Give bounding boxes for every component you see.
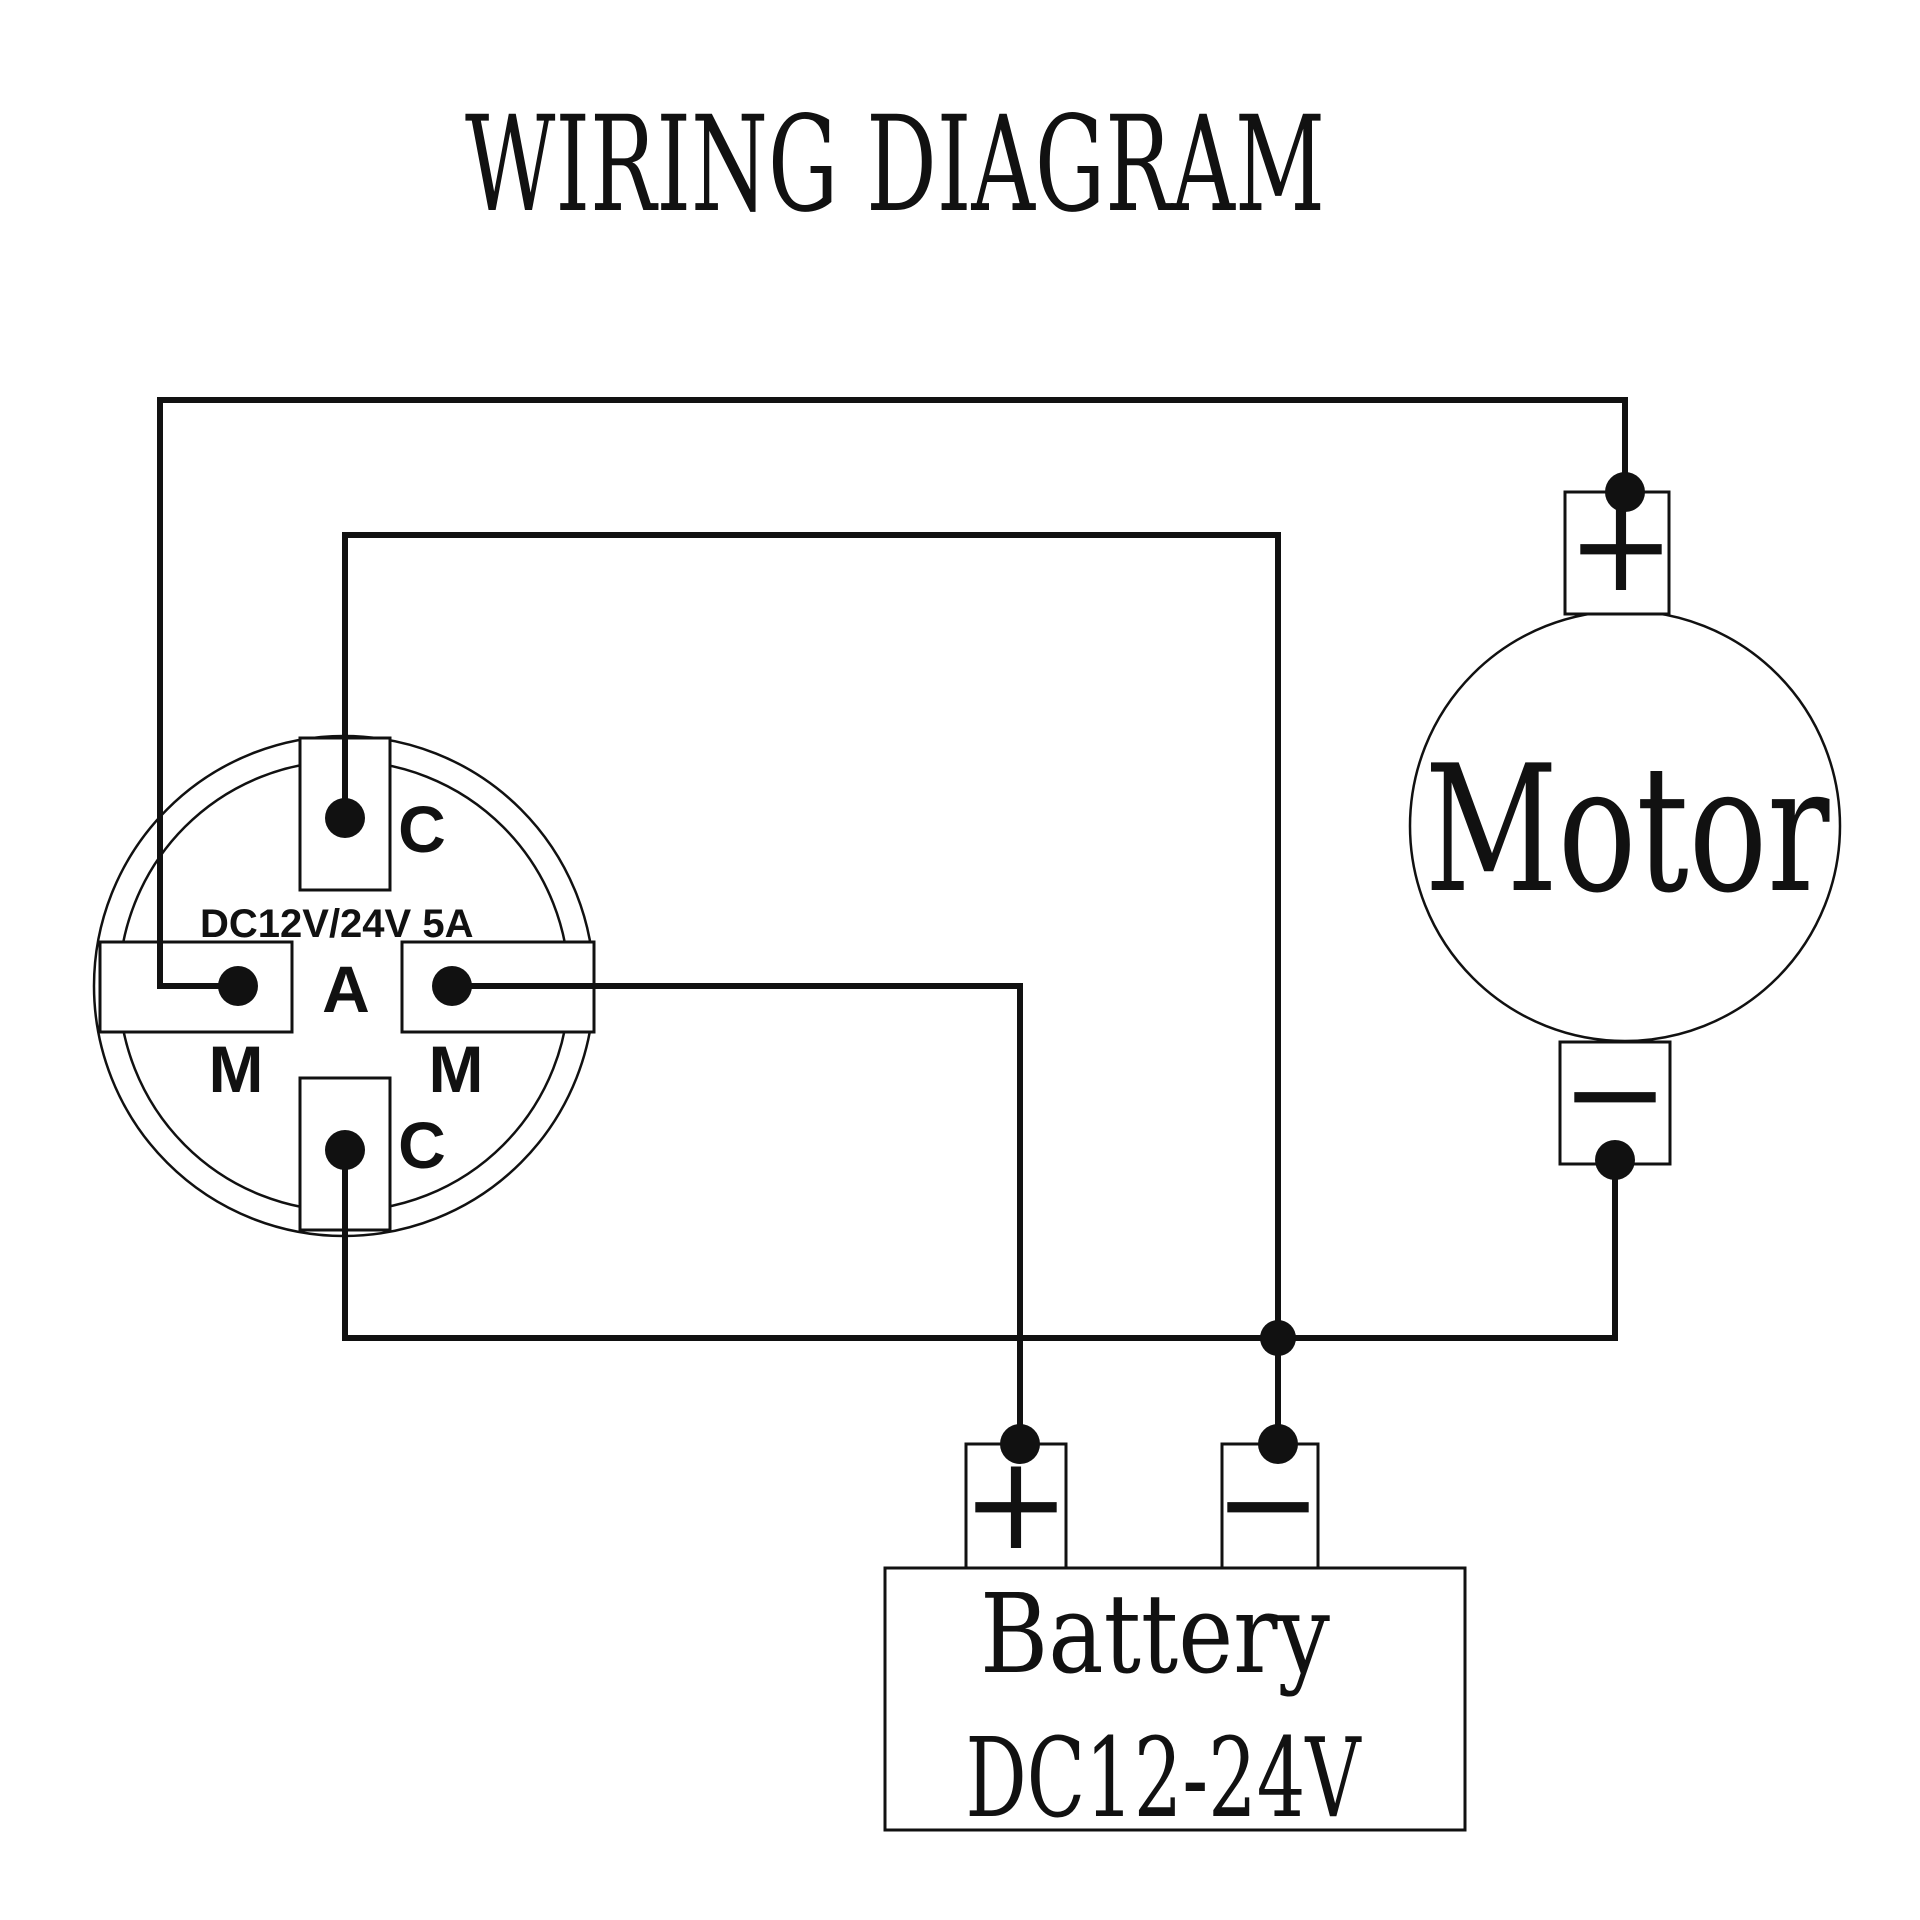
motor-terminal-plus (1563, 490, 1671, 616)
wire-c-bottom-to-motor-minus (342, 1150, 1618, 1341)
motor-label: Motor (1425, 729, 1830, 932)
battery: + − Battery DC12-24V (883, 1427, 1467, 1842)
connection-points (218, 472, 1645, 1464)
switch-label-c-top: C (398, 792, 446, 866)
motor: Motor + − (1408, 469, 1842, 1169)
dot-motor-minus (1595, 1140, 1635, 1180)
dot-switch-c-top (325, 798, 365, 838)
battery-terminal-plus (964, 1442, 1068, 1570)
battery-body (883, 1566, 1467, 1832)
dot-motor-plus (1605, 472, 1645, 512)
switch-label-c-bottom: C (398, 1108, 446, 1182)
switch-label-m-right: M (429, 1032, 484, 1106)
battery-terminal-minus (1220, 1442, 1320, 1570)
dot-battery-minus (1258, 1424, 1298, 1464)
switch-rating-label: DC12V/24V 5A (200, 902, 473, 946)
dot-switch-c-bottom (325, 1130, 365, 1170)
dot-switch-m-left (218, 966, 258, 1006)
switch-center-label: A (322, 952, 370, 1026)
diagram-title: WIRING DIAGRAM (465, 88, 1325, 242)
wire-c-top-to-battery-minus (342, 532, 1281, 1444)
switch-label-m-left: M (209, 1032, 264, 1106)
dot-battery-plus (1000, 1424, 1040, 1464)
wire-m-right-to-battery-plus (452, 983, 1023, 1444)
dot-switch-m-right (432, 966, 472, 1006)
battery-voltage: DC12-24V (966, 1714, 1363, 1842)
wires (157, 397, 1628, 1444)
dot-wire-junction (1260, 1320, 1296, 1356)
battery-name: Battery (980, 1570, 1330, 1698)
wire-m-left-to-motor-plus (157, 397, 1628, 989)
